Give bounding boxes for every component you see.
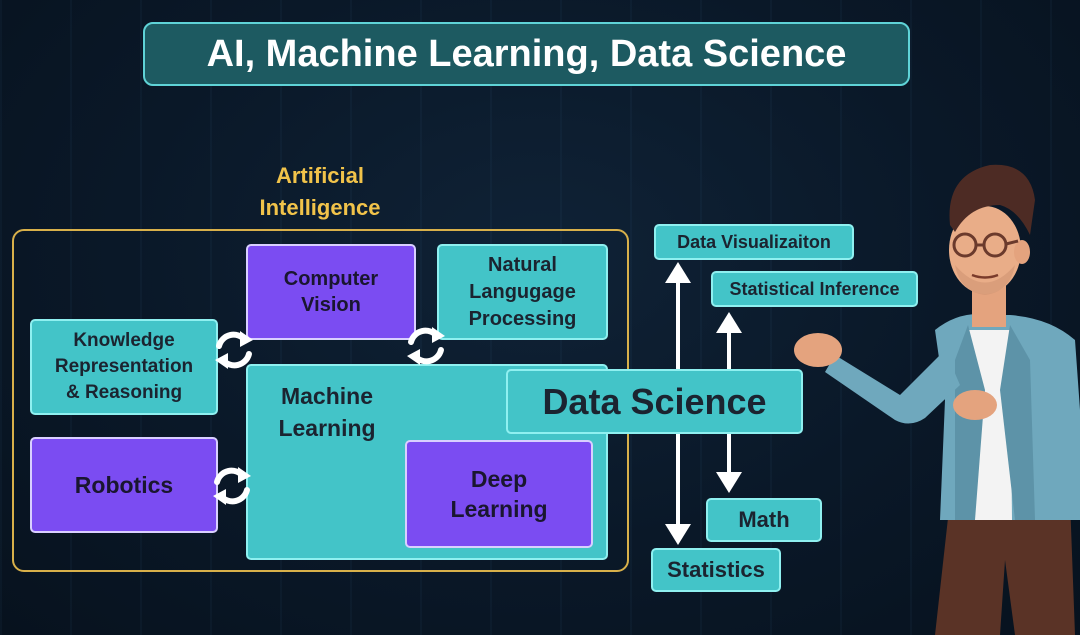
statistical-inference-box: Statistical Inference	[711, 271, 918, 307]
arrow-head-down-left	[665, 524, 691, 545]
krr-line1: Knowledge	[73, 330, 175, 351]
dl-line1: Deep	[470, 466, 528, 492]
arrow-head-up-right	[716, 312, 742, 333]
ai-label-line2: Intelligence	[259, 195, 381, 220]
math-box: Math	[706, 498, 822, 542]
krr-line3: & Reasoning	[65, 382, 183, 403]
ml-line1: Machine	[280, 383, 374, 409]
nlp-line2: Langugage	[469, 280, 576, 303]
nlp-line1: Natural	[488, 253, 557, 276]
arrow-head-up-left	[665, 262, 691, 283]
data-science-box: Data Science	[506, 369, 803, 434]
computer-vision-box: Computer Vision	[246, 244, 416, 340]
nlp-line3: Processing	[468, 307, 577, 330]
machine-learning-label: Machine Learning	[262, 380, 392, 444]
ml-line2: Learning	[278, 415, 376, 441]
statistics-box: Statistics	[651, 548, 781, 592]
presenter-character	[794, 164, 1080, 635]
ai-label: Artificial Intelligence	[230, 160, 410, 224]
nlp-box: Natural Langugage Processing	[437, 244, 608, 340]
knowledge-representation-box: Knowledge Representation & Reasoning	[30, 319, 218, 415]
dl-line2: Learning	[450, 496, 548, 522]
cv-line1: Computer	[283, 268, 379, 290]
data-visualization-box: Data Visualizaiton	[654, 224, 854, 260]
deep-learning-box: Deep Learning	[405, 440, 593, 548]
page-title: AI, Machine Learning, Data Science	[143, 22, 910, 86]
ai-label-line1: Artificial	[275, 163, 365, 188]
robotics-box: Robotics	[30, 437, 218, 533]
arrow-head-down-right	[716, 472, 742, 493]
krr-line2: Representation	[54, 356, 194, 377]
cv-line2: Vision	[301, 294, 361, 316]
